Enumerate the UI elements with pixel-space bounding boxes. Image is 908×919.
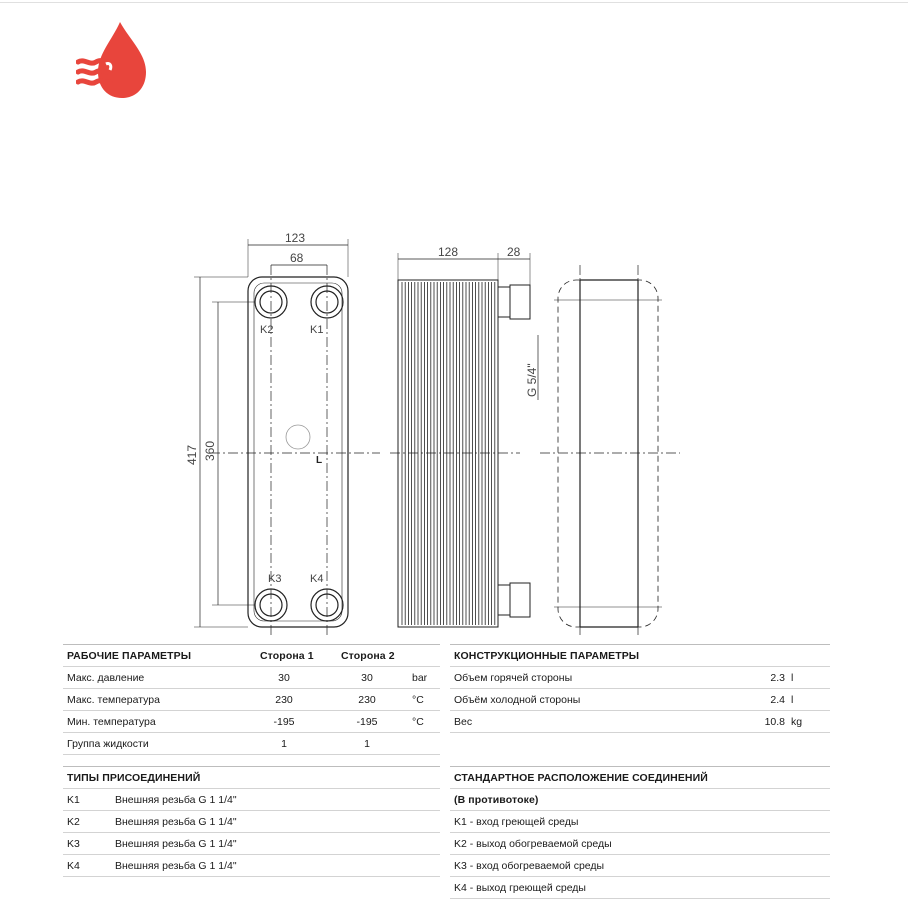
param-label: Макс. температура — [67, 694, 160, 706]
param-label: Объём холодной стороны — [454, 694, 581, 706]
working-row: Макс. давление 30 30 bar — [63, 666, 440, 689]
dim-360: 360 — [203, 441, 217, 461]
layout-subtitle: (В противотоке) — [454, 794, 539, 806]
port-k4-label: K4 — [310, 573, 323, 585]
construction-row: Объём холодной стороны 2.4 l — [450, 688, 830, 711]
connection-desc: Внешняя резьба G 1 1/4" — [115, 794, 237, 806]
layout-row: K3 - вход обогреваемой среды — [450, 854, 830, 877]
layout-text: K4 - выход греющей среды — [454, 882, 586, 894]
connection-id: K2 — [67, 816, 80, 828]
side1-value: 1 — [281, 738, 287, 750]
layout-text: K3 - вход обогреваемой среды — [454, 860, 605, 872]
working-row: Макс. температура 230 230 °C — [63, 688, 440, 711]
connection-id: K4 — [67, 860, 80, 872]
side2-header: Сторона 2 — [341, 650, 395, 662]
construction-title: КОНСТРУКЦИОННЫЕ ПАРАМЕТРЫ — [454, 650, 640, 662]
unit: l — [791, 694, 794, 706]
port-k2-label: K2 — [260, 324, 273, 336]
drop-with-waves-icon — [76, 22, 146, 98]
side1-value: 30 — [278, 672, 290, 684]
connection-desc: Внешняя резьба G 1 1/4" — [115, 838, 237, 850]
standard-layout-table: СТАНДАРТНОЕ РАСПОЛОЖЕНИЕ СОЕДИНЕНИЙ (В п… — [450, 766, 830, 906]
param-label: Объем горячей стороны — [454, 672, 573, 684]
unit: kg — [791, 716, 803, 728]
working-title: РАБОЧИЕ ПАРАМЕТРЫ — [67, 650, 192, 662]
param-value: 10.8 — [764, 716, 785, 728]
layout-subtitle-row: (В противотоке) — [450, 788, 830, 811]
dim-417: 417 — [185, 445, 199, 465]
port-k3-label: K3 — [268, 573, 281, 585]
side2-value: 30 — [361, 672, 373, 684]
construction-row: Объем горячей стороны 2.3 l — [450, 666, 830, 689]
connections-title: ТИПЫ ПРИСОЕДИНЕНИЙ — [67, 772, 201, 784]
param-value: 2.4 — [770, 694, 785, 706]
param-label: Вес — [454, 716, 473, 728]
layout-row: K2 - выход обогреваемой среды — [450, 832, 830, 855]
side1-header: Сторона 1 — [260, 650, 314, 662]
construction-header-row: КОНСТРУКЦИОННЫЕ ПАРАМЕТРЫ — [450, 644, 830, 667]
working-parameters-table: РАБОЧИЕ ПАРАМЕТРЫ Сторона 1 Сторона 2 Ма… — [63, 644, 440, 764]
dim-68: 68 — [290, 251, 304, 265]
connection-row: K3 Внешняя резьба G 1 1/4" — [63, 832, 440, 855]
dim-28: 28 — [507, 245, 521, 259]
construction-row: Вес 10.8 kg — [450, 710, 830, 733]
connections-header-row: ТИПЫ ПРИСОЕДИНЕНИЙ — [63, 766, 440, 789]
connection-id: K1 — [67, 794, 80, 806]
side2-value: -195 — [356, 716, 378, 728]
layout-header-row: СТАНДАРТНОЕ РАСПОЛОЖЕНИЕ СОЕДИНЕНИЙ — [450, 766, 830, 789]
connection-row: K2 Внешняя резьба G 1 1/4" — [63, 810, 440, 833]
thread-label: G 5/4" — [525, 363, 539, 397]
working-row: Группа жидкости 1 1 — [63, 732, 440, 755]
top-divider — [0, 2, 908, 3]
working-header-row: РАБОЧИЕ ПАРАМЕТРЫ Сторона 1 Сторона 2 — [63, 644, 440, 667]
unit: bar — [412, 672, 428, 684]
connection-row: K4 Внешняя резьба G 1 1/4" — [63, 854, 440, 877]
unit: l — [791, 672, 794, 684]
connection-desc: Внешняя резьба G 1 1/4" — [115, 816, 237, 828]
port-k1-label: K1 — [310, 324, 323, 336]
dim-123: 123 — [285, 231, 305, 245]
connection-row: K1 Внешняя резьба G 1 1/4" — [63, 788, 440, 811]
layout-text: K1 - вход греющей среды — [454, 816, 579, 828]
connection-id: K3 — [67, 838, 80, 850]
table-bottom-border — [450, 732, 830, 733]
construction-parameters-table: КОНСТРУКЦИОННЫЕ ПАРАМЕТРЫ Объем горячей … — [450, 644, 830, 744]
side-view — [390, 253, 539, 628]
layout-row: K4 - выход греющей среды — [450, 876, 830, 899]
side2-value: 1 — [364, 738, 370, 750]
unit: °C — [412, 716, 424, 728]
layout-title: СТАНДАРТНОЕ РАСПОЛОЖЕНИЕ СОЕДИНЕНИЙ — [454, 772, 708, 784]
table-bottom-border — [63, 754, 440, 755]
technical-drawing: 123 68 K2 K1 K3 K4 L 417 360 128 28 G 5/… — [185, 231, 680, 637]
table-bottom-border — [63, 876, 440, 877]
layout-row: K1 - вход греющей среды — [450, 810, 830, 833]
unit: °C — [412, 694, 424, 706]
front-view-labels: 123 68 K2 K1 K3 K4 L 417 360 — [185, 231, 323, 585]
table-bottom-border — [450, 898, 830, 899]
layout-text: K2 - выход обогреваемой среды — [454, 838, 612, 850]
top-view — [540, 265, 680, 637]
side2-value: 230 — [358, 694, 376, 706]
param-label: Мин. температура — [67, 716, 156, 728]
side-view-labels: 128 28 G 5/4" — [438, 245, 539, 397]
param-label: Макс. давление — [67, 672, 145, 684]
param-label: Группа жидкости — [67, 738, 149, 750]
param-value: 2.3 — [770, 672, 785, 684]
side1-value: 230 — [275, 694, 293, 706]
side1-value: -195 — [273, 716, 295, 728]
front-view — [194, 239, 380, 637]
brand-mark: L — [316, 455, 322, 466]
connection-desc: Внешняя резьба G 1 1/4" — [115, 860, 237, 872]
working-row: Мин. температура -195 -195 °C — [63, 710, 440, 733]
dim-128: 128 — [438, 245, 458, 259]
